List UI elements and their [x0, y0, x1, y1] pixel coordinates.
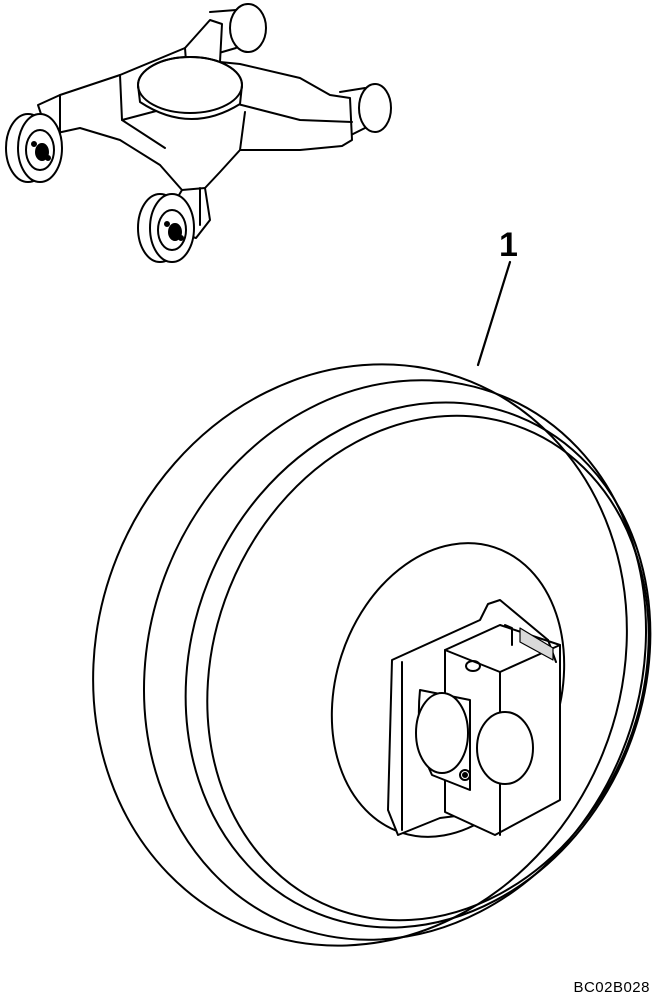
idler-shaft-bore — [477, 712, 533, 784]
bracket-cylinder-stub-lower — [359, 84, 391, 132]
idler-tread-front — [61, 304, 656, 1000]
bracket-cylinder-stub-upper — [230, 4, 266, 52]
idler-wheel — [7, 283, 656, 1000]
drawing-code: BC02B028 — [573, 979, 650, 996]
bracket-wheel-right — [138, 194, 194, 262]
idler-tread-back — [7, 283, 656, 1000]
callout-leader-line — [478, 262, 510, 365]
idler-locating-hole — [466, 661, 480, 671]
idler-bracket-assembly — [6, 4, 391, 262]
bracket-frame-body — [38, 20, 352, 238]
callout-label: 1 — [499, 226, 518, 264]
bracket-wheel-left — [6, 114, 62, 182]
idler-flange-outer — [108, 332, 656, 998]
idler-flange-inner — [133, 349, 656, 988]
